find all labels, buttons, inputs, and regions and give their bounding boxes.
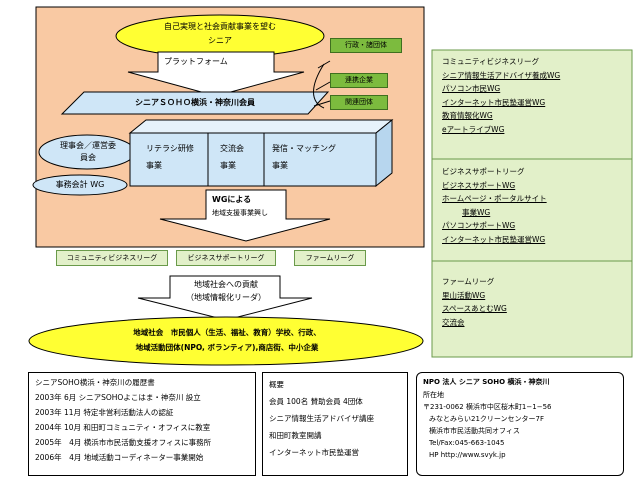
business-wg-item: ビジネスサポートWG [442,180,516,190]
board-line1: 理事会／運営委 [60,141,116,150]
board-line2: 員会 [80,153,96,162]
business-league-title: ビジネスサポートリーグ [442,167,525,176]
connector-2 [315,81,331,91]
partner-government: 行政・諸団体 [330,38,402,53]
contact-label: 所在地 [423,391,444,399]
summary-row: 和田町教室開講 [269,431,322,440]
history-title: シニアSOHO横浜・神奈川の履歴書 [35,378,155,387]
cube-top [128,119,394,134]
cube-cell-literacy-line2: 事業 [146,161,162,170]
farm-wg-item: スペースあとむWG [442,304,507,313]
cube-cell-matching-line1: 発信・マッチング [272,144,336,153]
league-farm: ファームリーグ [294,250,366,266]
business-wg-item: パソコンサポートWG [442,221,516,230]
top-ellipse-line1: 自己実現と社会貢献事業を望む [164,22,276,31]
history-row: 2003年 11月 特定非営利活動法人の認証 [35,408,174,417]
business-wg-item: ホームページ・ポータルサイト [442,194,547,203]
history-row: 2005年 4月 横浜市市民活動支援オフィスに事務所 [35,438,212,447]
cube-cell-exchange-line2: 事業 [220,161,236,170]
contact-box: NPO 法人 シニア SOHO 横浜・神奈川 所在地 〒231-0062 横浜市… [416,372,624,476]
contribution-arrow [137,275,313,321]
community-league-title: コミュニティビジネスリーグ [442,57,540,66]
community-wg-item: パソコン市民WG [442,84,501,93]
cube-cell-matching-line2: 事業 [272,161,288,170]
summary-row: 会員 100名 賛助会員 4団体 [269,397,363,406]
summary-row: インターネット市民塾運営 [269,448,359,457]
community-wg-item: 教育情報化WG [442,111,493,120]
cube-cell-exchange-line1: 交流会 [220,144,244,153]
business-league-section: ビジネスサポートリーグ ビジネスサポートWG ホームページ・ポータルサイト 事業… [442,165,547,246]
partner-related-groups: 関連団体 [330,95,388,110]
community-wg-item: eアートライブWG [442,124,505,134]
wg-arrow-line1: WGによる [212,195,252,204]
soho-banner-shape [60,91,330,115]
bottom-ellipse [28,316,424,366]
connector-3 [313,100,331,107]
platform-arrow [127,51,305,97]
partner-companies: 連携企業 [330,73,388,88]
bottom-ellipse-line1: 地域社会 市民個人（生活、福祉、教育）学校、行政、 [133,328,321,337]
summary-title: 概要 [269,380,284,389]
farm-league-section: ファームリーグ 里山活動WG スペースあとむWG 交流会 [442,275,507,329]
contact-line: 横浜市市民活動共同オフィス [429,427,520,435]
cube-cell-literacy-line1: リテラシ研修 [146,144,194,153]
contact-line: みなとみらい21クリーンセンター7F [429,415,545,423]
business-wg-item: 事業WG [462,207,491,217]
farm-league-title: ファームリーグ [442,277,495,286]
farm-wg-item: 交流会 [442,317,465,327]
community-wg-item: シニア情報生活アドバイザ養成WG [442,70,561,80]
cube-front [129,132,377,187]
history-row: 2006年 4月 地域活動コーディネーター事業開始 [35,453,204,462]
contact-line: 〒231-0062 横浜市中区桜木町1−1−56 [423,403,552,411]
contact-line: Tel/Fax:045-663-1045 [429,439,505,447]
history-box: シニアSOHO横浜・神奈川の履歴書 2003年 6月 シニアSOHOよこはま・神… [28,372,256,476]
community-league-section: コミュニティビジネスリーグ シニア情報生活アドバイザ養成WG パソコン市民WG … [442,55,560,136]
league-community: コミュニティビジネスリーグ [56,250,168,266]
contact-org: NPO 法人 シニア SOHO 横浜・神奈川 [423,378,550,386]
community-wg-item: インターネット市民塾運営WG [442,97,546,107]
farm-wg-item: 里山活動WG [442,290,486,300]
top-ellipse-line2: シニア [208,36,232,45]
history-row: 2004年 10月 和田町コミュニティ・オフィスに教室 [35,423,211,432]
business-wg-item: インターネット市民塾運営WG [442,234,546,244]
contact-website[interactable]: HP http://www.svyk.jp [429,451,506,459]
soho-banner-label: シニアＳＯＨＯ横浜・神奈川会員 [135,98,255,107]
wg-arrow-line2: 地域支援事業興し [212,209,268,217]
summary-box: 概要 会員 100名 賛助会員 4団体 シニア情報生活アドバイザ講座 和田町教室… [262,372,408,476]
connector-curve [313,63,325,109]
history-row: 2003年 6月 シニアSOHOよこはま・神奈川 設立 [35,393,201,402]
bottom-ellipse-line2: 地域活動団体(NPO, ボランティア),商店街、中小企業 [135,343,319,352]
contribution-line2: （地域情報化リーダ） [186,293,266,302]
summary-row: シニア情報生活アドバイザ講座 [269,414,374,423]
secretariat-label: 事務会計 WG [55,180,105,189]
secretariat-ellipse [32,174,128,196]
league-business: ビジネスサポートリーグ [176,250,276,266]
platform-label: プラットフォーム [164,57,228,66]
right-panel [431,49,633,358]
wg-arrow [159,189,331,242]
contribution-line1: 地域社会への貢献 [194,280,258,289]
